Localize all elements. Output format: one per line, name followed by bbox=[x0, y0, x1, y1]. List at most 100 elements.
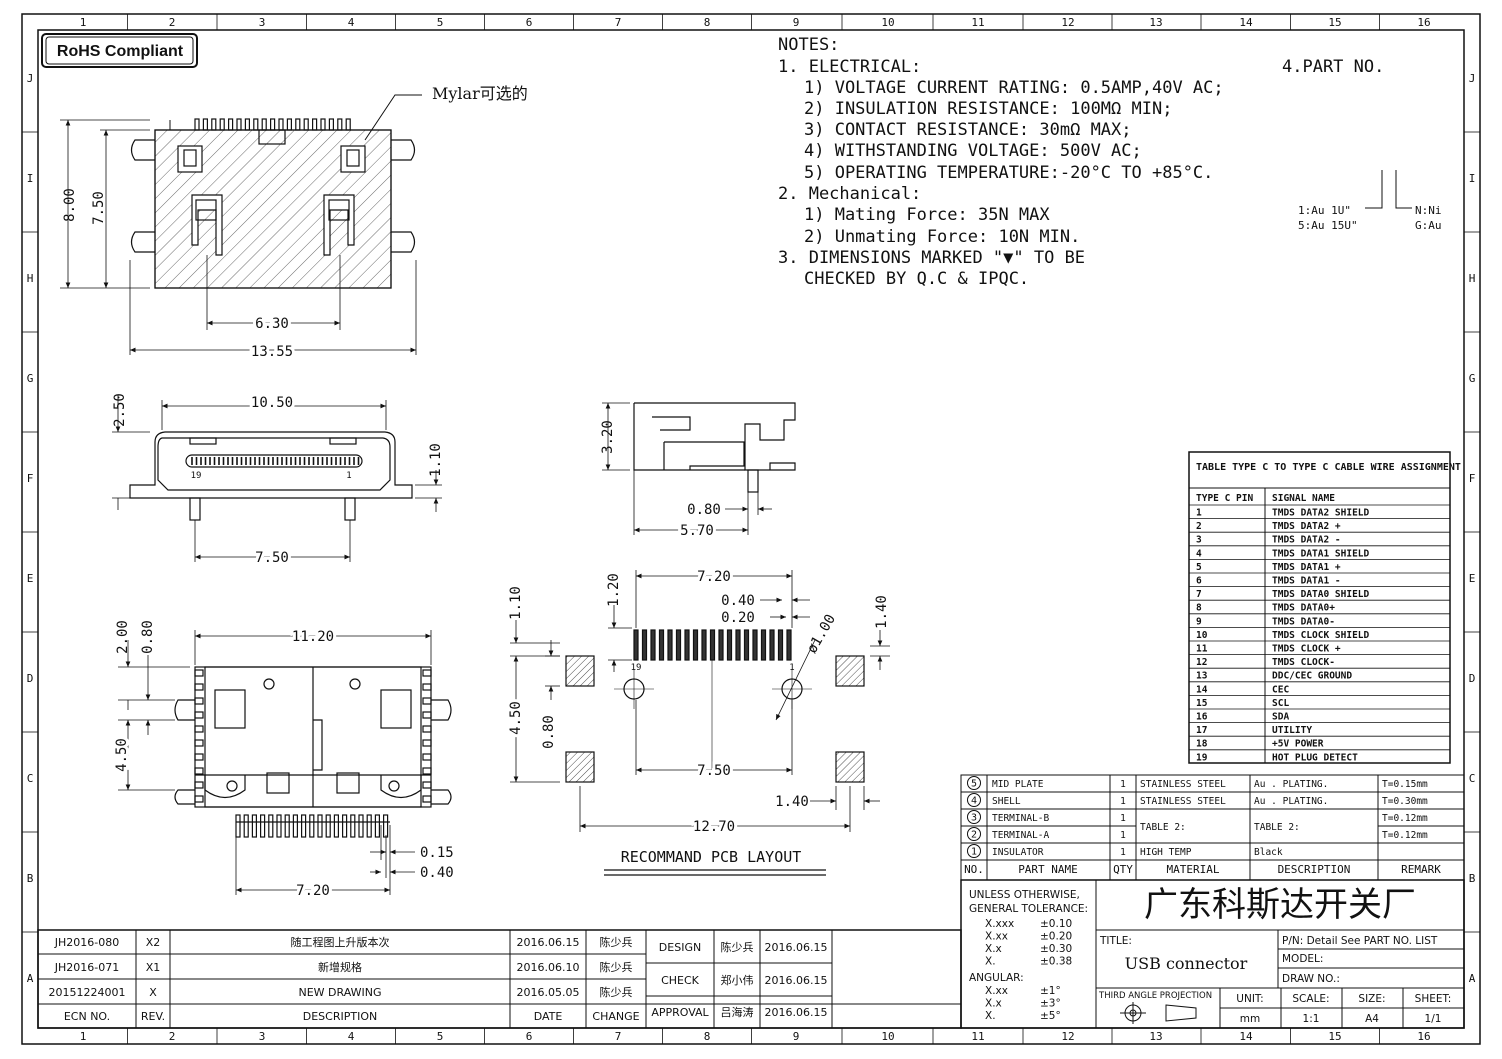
pin-signal-name: TMDS CLOCK + bbox=[1272, 644, 1341, 655]
pcb-pin-1: 1 bbox=[789, 663, 794, 673]
bom-qty: 1 bbox=[1120, 813, 1126, 824]
pin-number: 2 bbox=[1196, 521, 1202, 532]
grid-col-label: 10 bbox=[881, 16, 894, 29]
sheet-label: SHEET: bbox=[1415, 993, 1452, 1005]
pin-signal-name: UTILITY bbox=[1272, 725, 1312, 736]
grid-row-label: J bbox=[27, 72, 34, 85]
bom-qty: 1 bbox=[1120, 830, 1126, 841]
grid-col-label: 7 bbox=[615, 16, 622, 29]
grid-row-label: H bbox=[1469, 272, 1476, 285]
projection-label: THIRD ANGLE PROJECTION bbox=[1098, 991, 1212, 1001]
bom-part-name: MID PLATE bbox=[992, 779, 1044, 790]
pin-number: 14 bbox=[1196, 684, 1208, 695]
grid-col-label: 4 bbox=[348, 16, 355, 29]
grid-row-label: E bbox=[1469, 572, 1476, 585]
grid-col-label: 9 bbox=[793, 1030, 800, 1043]
note-line: 2. Mechanical: bbox=[778, 184, 921, 204]
pin-signal-name: SCL bbox=[1272, 698, 1289, 709]
approval-role: CHECK bbox=[661, 974, 700, 987]
pin-table-title: TABLE TYPE C TO TYPE C CABLE WIRE ASSIGN… bbox=[1196, 462, 1461, 473]
dim-2-50: 2.50 bbox=[112, 393, 128, 427]
bom-header-description: DESCRIPTION bbox=[1278, 863, 1351, 876]
part-no-finish-1: N:Ni bbox=[1415, 204, 1442, 217]
note-line: 1) Mating Force: 35N MAX bbox=[804, 205, 1050, 225]
bottom-view bbox=[174, 666, 452, 838]
rev-ecn: JH2016-071 bbox=[54, 961, 119, 974]
bom-item-no: 1 bbox=[971, 847, 977, 858]
rev-date: 2016.06.10 bbox=[517, 961, 580, 974]
grid-col-label: 12 bbox=[1061, 16, 1074, 29]
pin-signal-name: CEC bbox=[1272, 684, 1289, 695]
tolerance-value: ±0.30 bbox=[1040, 943, 1072, 955]
sheet-value: 1/1 bbox=[1425, 1013, 1442, 1025]
note-line: CHECKED BY Q.C & IPQC. bbox=[804, 269, 1029, 289]
pin-table-col-signal: SIGNAL NAME bbox=[1272, 493, 1335, 504]
grid-col-label: 7 bbox=[615, 1030, 622, 1043]
front-pin-1: 1 bbox=[346, 471, 351, 481]
grid-row-label: D bbox=[1469, 672, 1476, 685]
dim-12-70: 12.70 bbox=[693, 819, 735, 835]
grid-col-label: 11 bbox=[971, 1030, 984, 1043]
dim-11-20: 11.20 bbox=[292, 629, 334, 645]
company-name: 广东科斯达开关厂 bbox=[1144, 885, 1416, 925]
angular-value: ±1° bbox=[1040, 985, 1061, 997]
size-label: SIZE: bbox=[1358, 993, 1385, 1005]
bom-item-no: 3 bbox=[971, 813, 977, 824]
dim-3-20: 3.20 bbox=[600, 420, 616, 454]
rev-code: X bbox=[149, 986, 157, 999]
draw-no-field: DRAW NO.: bbox=[1282, 973, 1340, 985]
pcb-dims bbox=[510, 570, 890, 832]
grid-row-label: J bbox=[1469, 72, 1476, 85]
note-line: 4) WITHSTANDING VOLTAGE: 500V AC; bbox=[804, 141, 1142, 161]
part-no-plating-1: 1:Au 1U" bbox=[1298, 204, 1351, 217]
approval-role: APPROVAL bbox=[651, 1006, 709, 1019]
pin-signal-name: DDC/CEC GROUND bbox=[1272, 671, 1352, 682]
grid-col-label: 1 bbox=[80, 16, 87, 29]
dim-1-10-front: 1.10 bbox=[428, 443, 444, 477]
rev-description: 新增规格 bbox=[318, 960, 362, 974]
grid-col-label: 12 bbox=[1061, 1030, 1074, 1043]
grid-col-label: 8 bbox=[704, 1030, 711, 1043]
part-no-label: 4.PART NO. bbox=[1282, 57, 1384, 77]
angular-key: X.xx bbox=[985, 985, 1008, 997]
rev-ecn: JH2016-080 bbox=[54, 936, 119, 949]
rev-ecn: 20151224001 bbox=[49, 986, 126, 999]
front-view-dims bbox=[112, 395, 442, 562]
pin-number: 19 bbox=[1196, 752, 1208, 763]
dim-0-40-bottom: 0.40 bbox=[420, 865, 454, 881]
rev-date: 2016.05.05 bbox=[517, 986, 580, 999]
rev-date: 2016.06.15 bbox=[517, 936, 580, 949]
pcb-layout bbox=[565, 629, 865, 783]
bom-part-name: TERMINAL-B bbox=[992, 813, 1049, 824]
pin-signal-name: TMDS DATA0 SHIELD bbox=[1272, 589, 1370, 600]
grid-col-label: 8 bbox=[704, 16, 711, 29]
grid-col-label: 6 bbox=[526, 16, 533, 29]
bom-material: TABLE 2: bbox=[1140, 822, 1186, 833]
rohs-text: RoHS Compliant bbox=[57, 43, 184, 60]
approval-role: DESIGN bbox=[659, 941, 701, 954]
bom-qty: 1 bbox=[1120, 779, 1126, 790]
pin-signal-name: +5V POWER bbox=[1272, 739, 1324, 750]
title-label: TITLE: bbox=[1099, 935, 1132, 947]
grid-col-label: 4 bbox=[348, 1030, 355, 1043]
pin-number: 12 bbox=[1196, 657, 1207, 668]
grid-row-label: B bbox=[1469, 872, 1476, 885]
grid-row-label: C bbox=[27, 772, 34, 785]
bom-part-name: SHELL bbox=[992, 796, 1021, 807]
part-no-finish-2: G:Au bbox=[1415, 219, 1442, 232]
pin-signal-name: TMDS CLOCK SHIELD bbox=[1272, 630, 1370, 641]
pin-number: 5 bbox=[1196, 562, 1202, 573]
grid-col-label: 3 bbox=[259, 1030, 266, 1043]
bom-description: TABLE 2: bbox=[1254, 822, 1300, 833]
bom-header-material: MATERIAL bbox=[1167, 863, 1220, 876]
pin-signal-name: TMDS DATA2 - bbox=[1272, 535, 1341, 546]
rev-change: 陈少兵 bbox=[600, 985, 633, 999]
tolerance-key: X.xxx bbox=[985, 918, 1014, 930]
dim-0-40-pcb: 0.40 bbox=[721, 593, 755, 609]
model-field: MODEL: bbox=[1282, 953, 1323, 965]
grid-row-label: I bbox=[1469, 172, 1476, 185]
dim-1-10-pcb: 1.10 bbox=[508, 586, 524, 620]
dim-13-55: 13.55 bbox=[251, 344, 293, 360]
unit-label: UNIT: bbox=[1236, 993, 1263, 1005]
